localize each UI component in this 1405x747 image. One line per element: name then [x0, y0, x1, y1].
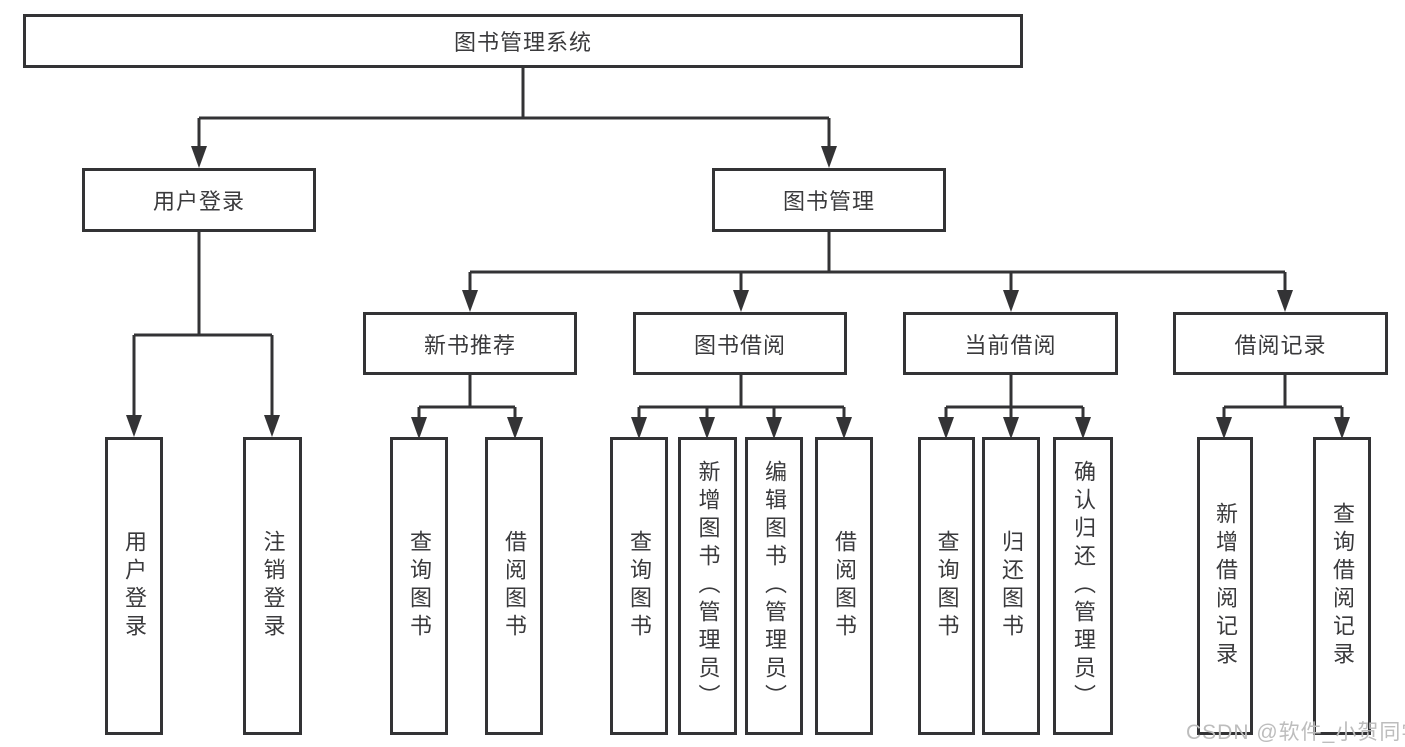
leaf-label: 查询图书 — [934, 530, 960, 642]
node-label: 图书管理 — [782, 189, 875, 214]
node-label: 图书借阅 — [693, 332, 786, 358]
leaf-edit-books-admin: 编辑图书（管理员） — [745, 437, 803, 735]
connector-line — [1222, 375, 1344, 421]
node-book-management: 图书管理 — [712, 168, 946, 232]
leaf-label: 归还图书 — [999, 530, 1024, 642]
leaf-label: 查询图书 — [627, 530, 652, 642]
arrowhead — [631, 417, 647, 439]
leaf-query-books-recommend: 查询图书 — [390, 437, 448, 735]
csdn-watermark: CSDN @软件_小贺同学 — [1186, 721, 1405, 744]
arrowhead — [411, 417, 427, 439]
leaf-label: 注销登录 — [260, 530, 286, 642]
connector-line — [468, 232, 1287, 294]
leaf-label: 查询借阅记录 — [1330, 502, 1355, 670]
arrowhead — [264, 415, 280, 437]
node-label: 新书推荐 — [423, 332, 516, 358]
node-current-borrowing: 当前借阅 — [903, 312, 1118, 375]
arrowhead — [126, 415, 142, 437]
arrowhead — [766, 417, 782, 439]
node-book-borrowing: 图书借阅 — [633, 312, 847, 375]
leaf-borrow-books-recommend: 借阅图书 — [485, 437, 543, 735]
connector-line — [132, 232, 274, 419]
leaf-label: 确认归还（管理员） — [1071, 460, 1096, 712]
node-borrowing-records: 借阅记录 — [1173, 312, 1388, 375]
leaf-label: 新增借阅记录 — [1213, 502, 1238, 670]
leaf-add-books-admin: 新增图书（管理员） — [678, 437, 737, 735]
leaf-confirm-return-admin: 确认归还（管理员） — [1053, 437, 1113, 735]
leaf-label: 编辑图书（管理员） — [762, 460, 787, 712]
node-label: 用户登录 — [152, 189, 245, 214]
leaf-query-borrow-record: 查询借阅记录 — [1313, 437, 1371, 735]
leaf-borrow-books: 借阅图书 — [815, 437, 873, 735]
node-label: 图书管理系统 — [453, 30, 592, 55]
arrowhead — [836, 417, 852, 439]
arrowhead — [462, 290, 478, 312]
connector-line — [944, 375, 1085, 421]
arrowhead — [821, 146, 837, 168]
arrowheads — [126, 146, 1350, 439]
arrowhead — [1334, 417, 1350, 439]
leaf-user-login: 用户登录 — [105, 437, 163, 735]
node-new-book-recommendation: 新书推荐 — [363, 312, 577, 375]
connector-line — [417, 375, 517, 421]
leaf-query-books-current: 查询图书 — [918, 437, 975, 735]
arrowhead — [1003, 290, 1019, 312]
arrowhead — [1075, 417, 1091, 439]
leaf-label: 借阅图书 — [502, 530, 527, 642]
leaf-label: 查询图书 — [407, 530, 432, 642]
arrowhead — [1277, 290, 1293, 312]
arrowhead — [938, 417, 954, 439]
connector-lines — [132, 68, 1344, 421]
leaf-query-books-borrowing: 查询图书 — [610, 437, 668, 735]
leaf-return-books: 归还图书 — [982, 437, 1040, 735]
leaf-label: 新增图书（管理员） — [695, 460, 721, 712]
leaf-label: 用户登录 — [122, 530, 147, 642]
node-user-login: 用户登录 — [82, 168, 316, 232]
connector-line — [637, 375, 846, 421]
arrowhead — [699, 417, 715, 439]
arrowhead — [1003, 417, 1019, 439]
arrowhead — [507, 417, 523, 439]
leaf-add-borrow-record: 新增借阅记录 — [1197, 437, 1253, 735]
arrowhead — [191, 146, 207, 168]
arrowhead — [1216, 417, 1232, 439]
leaf-label: 借阅图书 — [832, 530, 857, 642]
node-label: 借阅记录 — [1234, 332, 1327, 358]
node-label: 当前借阅 — [964, 332, 1057, 358]
leaf-logout: 注销登录 — [243, 437, 302, 735]
connector-line — [197, 68, 831, 150]
node-library-management-system: 图书管理系统 — [23, 14, 1023, 68]
arrowhead — [733, 290, 749, 312]
